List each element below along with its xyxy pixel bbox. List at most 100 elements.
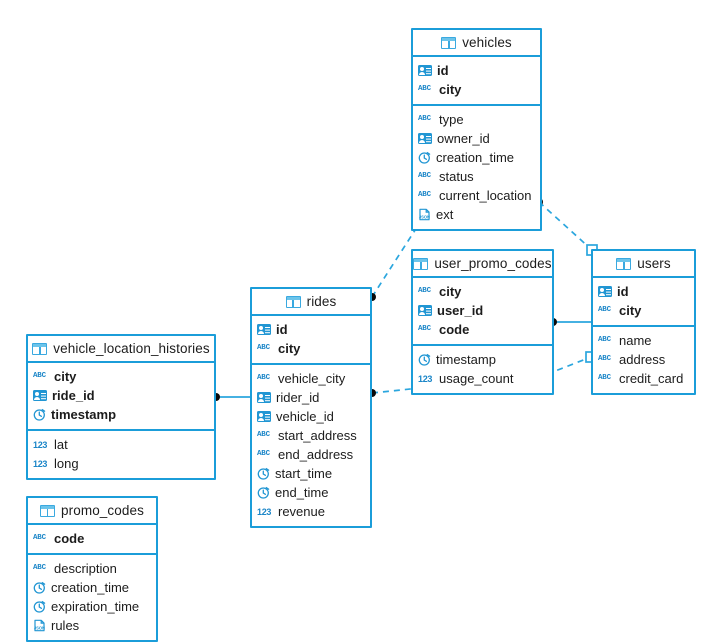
table-icon — [441, 36, 457, 49]
abc-icon: ABC — [598, 336, 611, 344]
field-row-creation_time[interactable]: creation_time — [28, 578, 156, 597]
field-name: id — [617, 284, 629, 299]
abc-icon: ABC — [33, 372, 46, 380]
abc-icon: ABC — [257, 374, 270, 382]
field-name: code — [54, 531, 85, 546]
field-name: owner_id — [437, 131, 490, 146]
table-title: vehicle_location_histories — [53, 341, 210, 356]
table-title: rides — [306, 294, 337, 309]
json-icon: JSON — [33, 619, 46, 632]
field-name: city — [439, 82, 462, 97]
clock-icon — [33, 408, 46, 421]
field-row-revenue[interactable]: 123 revenue — [252, 502, 370, 521]
abc-icon: ABC — [598, 374, 611, 382]
abc-icon: ABC — [33, 534, 46, 542]
field-name: current_location — [439, 188, 532, 203]
field-name: ride_id — [52, 388, 95, 403]
id-icon — [33, 390, 47, 401]
relationship-vehicle_location_histories-to-rides[interactable] — [212, 393, 250, 401]
field-name: revenue — [278, 504, 325, 519]
field-name: city — [439, 284, 462, 299]
table-header-user_promo_codes[interactable]: user_promo_codes — [413, 251, 552, 278]
field-name: rules — [51, 618, 80, 633]
abc-icon: ABC — [418, 115, 431, 123]
svg-text:JSON: JSON — [419, 214, 430, 219]
table-title: users — [637, 256, 671, 271]
table-header-vehicle_location_histories[interactable]: vehicle_location_histories — [28, 336, 214, 363]
relationship-user_promo_codes-to-users[interactable] — [549, 318, 591, 326]
primary-key-group-promo_codes: ABC code — [28, 525, 156, 555]
field-row-name[interactable]: ABC name — [593, 331, 694, 350]
field-name: ext — [436, 207, 454, 222]
abc-icon: ABC — [257, 431, 270, 439]
table-title: user_promo_codes — [434, 256, 552, 271]
field-name: code — [439, 322, 470, 337]
table-header-rides[interactable]: rides — [252, 289, 370, 316]
field-row-id[interactable]: id — [593, 282, 694, 301]
field-row-start_time[interactable]: start_time — [252, 464, 370, 483]
field-row-type[interactable]: ABC type — [413, 110, 540, 129]
field-name: name — [619, 333, 652, 348]
field-row-code[interactable]: ABC code — [28, 529, 156, 548]
id-icon — [257, 411, 271, 422]
table-header-vehicles[interactable]: vehicles — [413, 30, 540, 57]
field-row-rules[interactable]: JSON rules — [28, 616, 156, 635]
123-icon: 123 — [257, 507, 272, 517]
table-header-promo_codes[interactable]: promo_codes — [28, 498, 156, 525]
field-row-owner_id[interactable]: owner_id — [413, 129, 540, 148]
field-row-creation_time[interactable]: creation_time — [413, 148, 540, 167]
field-row-city[interactable]: ABC city — [28, 367, 214, 386]
field-row-vehicle_id[interactable]: vehicle_id — [252, 407, 370, 426]
field-row-timestamp[interactable]: timestamp — [413, 350, 552, 369]
field-name: usage_count — [439, 371, 514, 386]
field-row-id[interactable]: id — [413, 61, 540, 80]
abc-icon: ABC — [418, 191, 431, 199]
clock-icon — [418, 353, 431, 366]
field-row-end_time[interactable]: end_time — [252, 483, 370, 502]
relationship-vehicles-to-users[interactable] — [535, 198, 598, 256]
field-row-expiration_time[interactable]: expiration_time — [28, 597, 156, 616]
field-row-id[interactable]: id — [252, 320, 370, 339]
field-name: city — [54, 369, 77, 384]
123-icon: 123 — [418, 374, 433, 384]
id-icon — [257, 324, 271, 335]
field-row-current_location[interactable]: ABC current_location — [413, 186, 540, 205]
123-icon: 123 — [33, 440, 48, 450]
field-row-ride_id[interactable]: ride_id — [28, 386, 214, 405]
field-name: id — [437, 63, 449, 78]
field-name: type — [439, 112, 464, 127]
abc-icon: ABC — [257, 344, 270, 352]
field-row-rider_id[interactable]: rider_id — [252, 388, 370, 407]
table-header-users[interactable]: users — [593, 251, 694, 278]
field-row-timestamp[interactable]: timestamp — [28, 405, 214, 424]
field-name: address — [619, 352, 666, 367]
field-row-ext[interactable]: JSON ext — [413, 205, 540, 224]
field-row-user_id[interactable]: user_id — [413, 301, 552, 320]
table-icon — [32, 342, 48, 355]
id-icon — [418, 65, 432, 76]
field-row-usage_count[interactable]: 123 usage_count — [413, 369, 552, 388]
